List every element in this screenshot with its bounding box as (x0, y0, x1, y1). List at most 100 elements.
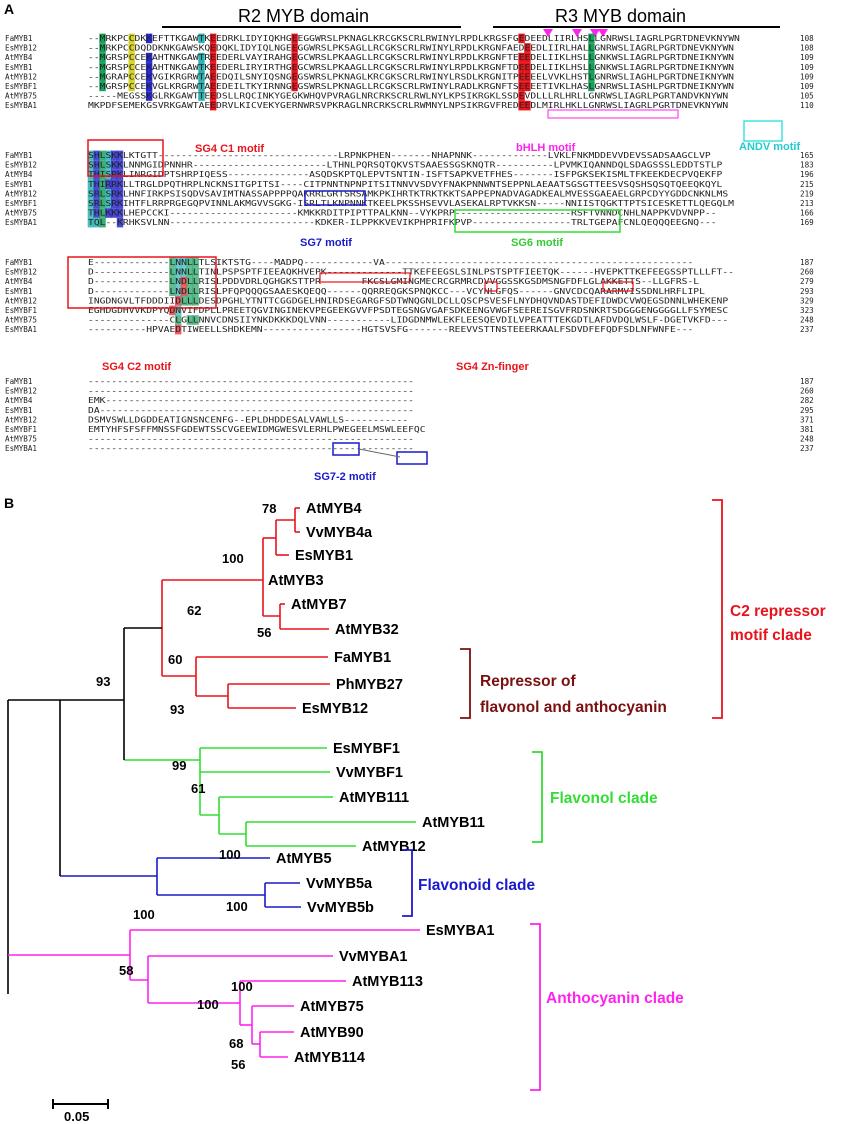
sg4-c1-label: SG4 C1 motif (195, 143, 264, 155)
residue-shade (588, 62, 595, 72)
residue-shade (128, 81, 135, 92)
residue-shade (116, 217, 124, 228)
sg7-2-label: SG7-2 motif (314, 471, 376, 483)
seq-row: DSMVSWLLDGDDEATIGNSNCENFG--EPLDHDDESALVA… (88, 415, 408, 424)
seq-length: 109 (800, 63, 814, 72)
sg4-c2-label: SG4 C2 motif (102, 361, 171, 373)
seq-name: AtMYB4 (5, 277, 33, 286)
seq-row: EMTYHFSFSFFMNSSFGDEWTSSCVGEEWIDMGWESVLER… (88, 425, 426, 434)
residue-shade (175, 305, 182, 316)
seq-length: 381 (800, 425, 814, 434)
seq-name: EsMYB12 (5, 387, 37, 396)
seq-row: SHLSKKLNNMGIDPNNHR----------------------… (88, 161, 723, 170)
residue-shade (93, 198, 100, 209)
residue-shade (588, 52, 595, 63)
residue-shade (87, 179, 95, 189)
residue-shade (99, 179, 106, 189)
seq-row: --MRKPCCDKKEFTTKGAWTKEEDRKLIDYIQKHGEEGGW… (88, 34, 740, 43)
seq-length: 371 (800, 415, 814, 424)
tree-leaf-label: VvMYBA1 (339, 949, 408, 965)
residue-shade (99, 217, 106, 228)
residue-shade (518, 72, 525, 82)
residue-shade (198, 72, 205, 82)
sg4-zn-finger-label: SG4 Zn-finger (456, 361, 529, 373)
residue-shade (93, 189, 100, 199)
seq-length: 260 (800, 268, 814, 277)
sg7-2-box-2 (396, 451, 428, 465)
residue-shade (128, 62, 135, 72)
residue-shade (128, 33, 135, 44)
sg7-label: SG7 motif (300, 237, 352, 249)
anthocyanin-clade-bracket (530, 923, 541, 1091)
residue-shade (145, 81, 153, 92)
seq-row: TQL--KRHKSVLNN-------------------------K… (88, 218, 717, 227)
seq-row: ----------------------------------------… (88, 435, 414, 444)
residue-shade (116, 208, 124, 218)
residue-shade (110, 208, 118, 218)
bootstrap-value: 99 (172, 758, 186, 773)
residue-shade (116, 160, 124, 170)
sg4-c2-box (67, 256, 217, 309)
andv-box (743, 120, 783, 142)
seq-name: FaMYB1 (5, 151, 33, 160)
alignment-block2-shading (87, 150, 124, 228)
residue-shade (110, 169, 118, 180)
seq-length: 323 (800, 306, 814, 315)
bootstrap-value: 78 (262, 501, 276, 516)
seq-name: FaMYB1 (5, 377, 33, 386)
residue-shade (175, 257, 182, 268)
flavonoid-clade-label: Flavonoid clade (418, 877, 536, 894)
seq-row: SRLSRKLHNFIRKPSISQDVSAVIMTNASSAPPPPQAKRR… (88, 189, 729, 198)
residue-shade (99, 189, 106, 199)
residue-shade (169, 267, 176, 277)
seq-name: AtMYB75 (5, 92, 37, 101)
seq-length: 165 (800, 151, 814, 160)
residue-shade (588, 72, 595, 82)
residue-shade (145, 52, 153, 63)
seq-length: 295 (800, 406, 814, 415)
residue-shade (87, 189, 95, 199)
zn-finger-box-1 (319, 272, 411, 283)
residue-shade (291, 33, 298, 44)
residue-shade (87, 150, 95, 161)
residue-shade (524, 43, 531, 53)
tree-leaf-label: AtMYB113 (352, 974, 423, 990)
tree-leaf-label: AtMYB90 (300, 1025, 364, 1041)
phylogenetic-tree-leaves: AtMYB4VvMYB4aEsMYB1AtMYB3AtMYB7AtMYB32Fa… (268, 501, 495, 1066)
residue-shade (291, 52, 298, 63)
panel-a-label: A (4, 1, 14, 17)
residue-shade (186, 286, 194, 296)
sg7-box (304, 190, 366, 206)
residue-shade (192, 257, 199, 268)
residue-shade (93, 169, 100, 180)
seq-name: AtMYB12 (5, 189, 37, 198)
residue-shade (99, 150, 106, 161)
seq-length: 183 (800, 161, 814, 170)
residue-shade (105, 189, 112, 199)
andv-label: ANDV motif (739, 141, 800, 153)
panel-b-label: B (4, 495, 14, 511)
seq-length: 237 (800, 325, 814, 334)
residue-shade (175, 276, 182, 287)
residue-shade (99, 52, 106, 63)
residue-shade (518, 52, 525, 63)
tree-leaf-label: EsMYBF1 (333, 741, 400, 757)
residue-shade (87, 160, 95, 170)
flavonoid-clade-bracket (402, 849, 413, 917)
residue-shade (180, 286, 188, 296)
residue-shade (110, 179, 118, 189)
residue-shade (116, 150, 124, 161)
residue-shade (588, 33, 595, 44)
seq-row: INGDNGVLTFDDDIIDLLLDESDPGHLYTNTTCGGDGELH… (88, 296, 729, 305)
residue-shade (180, 296, 188, 306)
bootstrap-value: 60 (168, 652, 182, 667)
residue-shade (99, 208, 106, 218)
seq-name: EsMYB12 (5, 161, 37, 170)
residue-shade (99, 81, 106, 92)
residue-shade (175, 296, 182, 306)
tree-leaf-label: AtMYB7 (291, 597, 347, 613)
seq-length: 215 (800, 180, 814, 189)
residue-shade (93, 150, 100, 161)
